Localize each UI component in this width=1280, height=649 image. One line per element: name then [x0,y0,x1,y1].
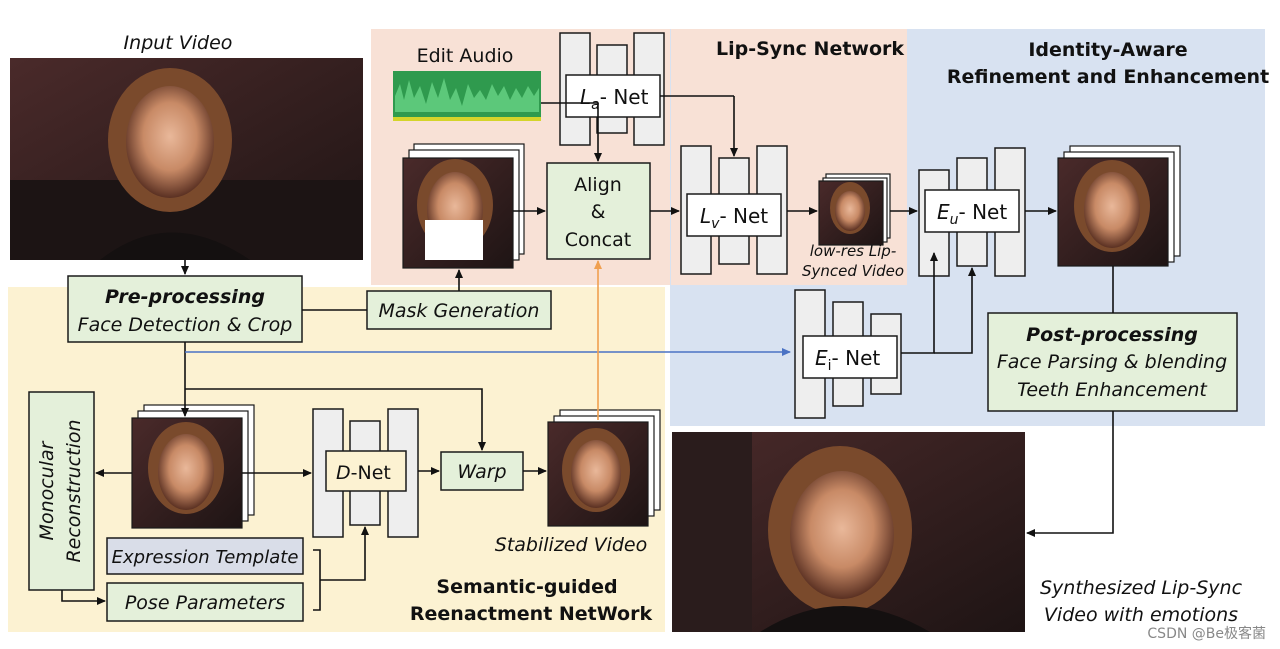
d-net-label: D-Net [336,462,391,484]
audio-waveform [393,71,541,121]
postproc-line-1: Face Parsing & blending [997,351,1227,373]
la-net-label: La- Net [580,85,649,113]
stabilized-label: Stabilized Video [495,534,647,556]
preprocessing-box [67,275,303,343]
postproc-line-2: Teeth Enhancement [1017,379,1208,401]
csdn-watermark: CSDN @Be极客菌 [1147,625,1266,642]
ei-net-block [794,289,902,419]
concat-label: Concat [565,229,631,251]
monocular-label-2: Reconstruction [63,419,85,562]
connector-arrows [61,95,1114,611]
edit-audio-label: Edit Audio [417,45,514,67]
monocular-box [28,391,95,591]
amp-label: & [591,201,606,223]
monocular-label-1: Monocular [36,440,58,540]
align-label: Align [574,174,622,196]
la-net-block [559,32,665,146]
expression-template-box [106,537,304,575]
ei-net-label: Ei- Net [815,346,880,374]
preproc-title: Pre-processing [105,286,265,308]
preproc-sub: Face Detection & Crop [78,314,293,336]
d-net-block [312,408,419,538]
pose-parameters-label: Pose Parameters [125,592,285,614]
identity-title-1: Identity-Aware [1028,39,1187,61]
align-concat-box [546,162,651,260]
postproc-title: Post-processing [1026,324,1198,346]
eu-net-label: Eu- Net [937,200,1007,228]
lv-net-block [680,145,788,275]
eu-net-block [918,147,1026,277]
lv-net-label: Lv- Net [700,204,768,232]
lowres-label-1: low-res Lip- [810,242,896,260]
stabilized-video-stack [547,409,661,527]
identity-title-2: Refinement and Enhancement [947,66,1269,88]
synth-label-2: Video with emotions [1044,604,1238,626]
mask-generation-label: Mask Generation [379,300,540,322]
refined-face-stack [1057,145,1181,267]
lowres-video-stack [818,173,891,246]
masked-face-stack [402,143,525,269]
expression-template-label: Expression Template [112,547,299,568]
lipsync-network-title: Lip-Sync Network [716,38,904,60]
input-video-image [10,58,363,260]
warp-label: Warp [457,461,506,483]
lowres-label-2: Synced Video [802,262,904,280]
pose-parameters-box [106,582,304,622]
synthesized-video-image [672,432,1025,632]
input-video-label: Input Video [124,32,233,54]
reenact-face-stack [131,404,255,529]
synth-label-1: Synthesized Lip-Sync [1040,577,1243,599]
semantic-title-1: Semantic-guided [436,576,617,598]
semantic-title-2: Reenactment NetWork [410,603,653,625]
